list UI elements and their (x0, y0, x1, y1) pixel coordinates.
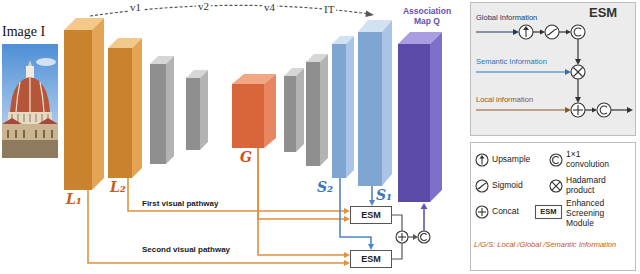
fusion-arrowhead (413, 234, 418, 240)
stage-label: v2 (196, 0, 211, 13)
esm-box: ESM (350, 250, 392, 268)
connector-line (371, 186, 373, 202)
input-label: Semantic Information (476, 58, 547, 67)
feature-block: G (232, 74, 276, 148)
photo-illustration (2, 44, 58, 158)
output-wire (423, 208, 425, 231)
esm-label: ESM (361, 210, 381, 220)
output-arrowhead (421, 203, 428, 209)
pathway-label: Second visual pathway (142, 245, 230, 254)
feature-block: S₂ (332, 36, 354, 178)
legend-sample-label: ESM (535, 205, 562, 218)
lantern-cone (28, 60, 32, 66)
dome (10, 77, 50, 112)
dome-lantern (26, 66, 34, 78)
legend-text: Hadamard product (566, 176, 632, 196)
esm-box: ESM (350, 206, 392, 224)
block-front (358, 32, 382, 186)
block-side (264, 74, 276, 148)
stage-label: v1 (128, 1, 143, 14)
feature-block: L₂ (108, 38, 142, 178)
node-label: S₂ (317, 179, 333, 195)
node-label: S₁ (376, 187, 392, 203)
legend-text: Concat (492, 207, 519, 217)
building-base (2, 124, 58, 158)
node-label: Image I (2, 24, 45, 40)
sky (2, 44, 58, 158)
block-side (430, 32, 442, 202)
block-shape (232, 74, 276, 148)
fusion-wires (392, 215, 414, 259)
input-label: Local information (476, 96, 533, 105)
block-front (332, 44, 346, 178)
connector-line (128, 178, 346, 211)
cloud (36, 58, 56, 66)
node-label: L₂ (110, 179, 126, 195)
node-label: ESM (589, 6, 617, 21)
block-side (382, 20, 392, 186)
block-side (346, 36, 354, 178)
legend-text: Enhanced Screening Module (566, 199, 634, 228)
building-shadow (2, 140, 58, 158)
feature-block: L₁ (64, 18, 104, 190)
abbreviation-note: L/G/S: Local /Global /Semantic Informati… (474, 241, 634, 250)
roofs (2, 118, 58, 124)
connector-line (88, 190, 346, 263)
conv-symbol (418, 231, 430, 243)
block-shape (332, 36, 354, 178)
stage-label: v4 (262, 1, 277, 14)
windows (8, 130, 52, 138)
legend-box (471, 143, 636, 271)
block-front (232, 84, 264, 148)
block-side (132, 38, 142, 178)
feature-block: S₁ (358, 20, 392, 186)
esm-panel-ground (470, 2, 636, 136)
stage-label: IT (322, 3, 336, 16)
legend-text: Upsample (492, 155, 530, 165)
node-label: L₁ (66, 191, 82, 207)
block-front (108, 48, 132, 178)
block-side (92, 18, 104, 190)
block-front (398, 44, 430, 202)
block-shape (108, 38, 142, 178)
esm-label: ESM (361, 254, 381, 264)
connector (128, 178, 350, 214)
drum-windows (12, 114, 48, 122)
esm-detail-panel: ESM (470, 2, 636, 136)
block-shape (64, 18, 104, 190)
concat-symbol (396, 231, 408, 243)
block-shape (358, 20, 392, 186)
legend-text: 1×1 convolution (566, 150, 624, 170)
input-image: Image I (2, 44, 58, 158)
node-label: Association Map Q (398, 6, 456, 26)
arc-arrowhead (366, 11, 375, 18)
legend-text: Sigmoid (492, 181, 523, 191)
input-label: Global Information (476, 14, 537, 23)
node-label: G (240, 149, 252, 165)
legend-symbols (476, 154, 562, 219)
block-shape (398, 32, 442, 202)
pathway-label: First visual pathway (142, 199, 218, 208)
block-front (64, 30, 92, 190)
esm-internals (476, 32, 628, 110)
grey-feature-blocks (150, 54, 328, 166)
dome-ribs (16, 77, 44, 112)
connector (369, 186, 375, 206)
association-map: Association Map Q (398, 32, 442, 202)
